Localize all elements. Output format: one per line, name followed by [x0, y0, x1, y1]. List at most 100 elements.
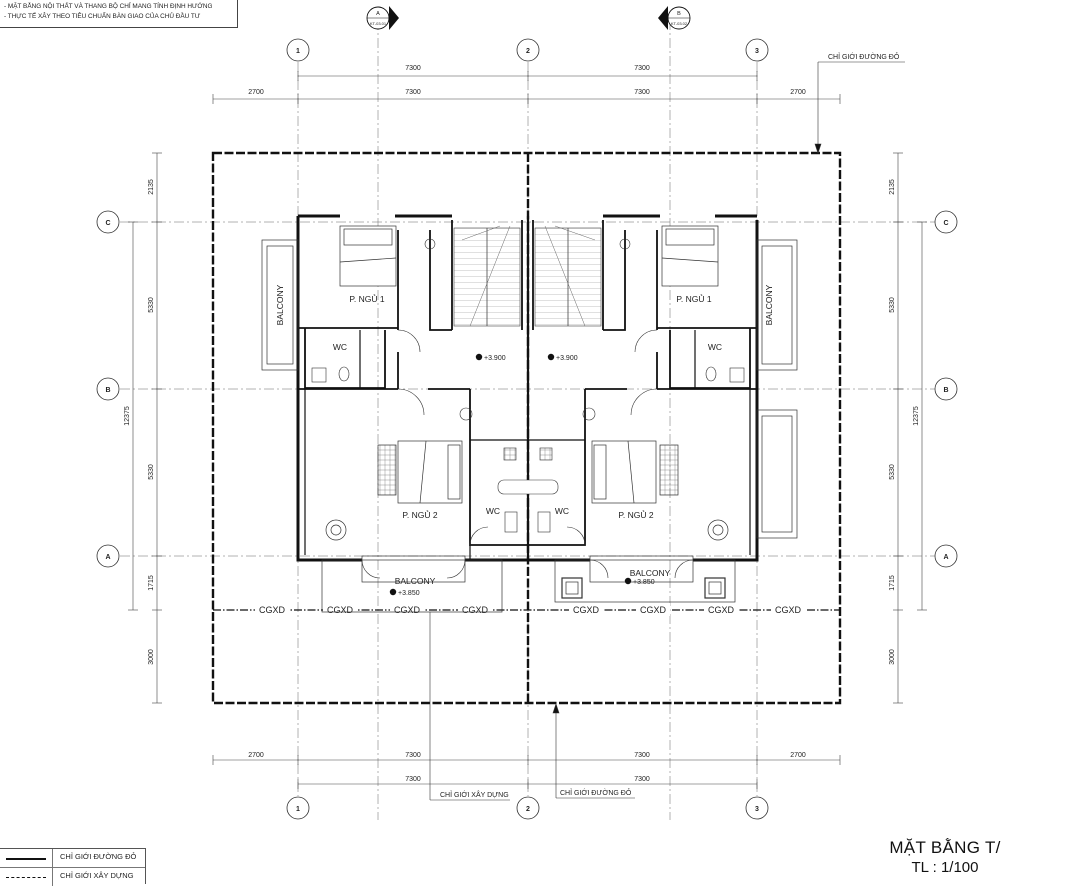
wc-fixtures-upper [311, 366, 745, 383]
red-line-callout-bottom [552, 703, 635, 799]
label-wc-upper-right: WC [708, 342, 722, 352]
grid-axis-a-right: A [934, 544, 958, 568]
cgxd-label-7: CGXD [708, 605, 735, 615]
cgxd-label-6: CGXD [640, 605, 667, 615]
section-mark-right: B KT-03.02 [658, 6, 691, 30]
grid-axis-2-bottom: 2 [516, 796, 540, 820]
red-line-callout-top [814, 61, 905, 154]
label-balcony-side-left: BALCONY [275, 284, 285, 325]
label-wc-lower-left: WC [486, 506, 500, 516]
stair-left [453, 225, 521, 327]
cgxd-label-5: CGXD [573, 605, 600, 615]
dim-top-overall-2: 7300 [634, 65, 650, 72]
svg-text:A: A [105, 554, 110, 561]
build-line-label-bottom: CHỈ GIỚI XÂY DỰNG [440, 790, 509, 799]
legend-label-build-line: CHỈ GIỚI XÂY DỰNG [60, 871, 134, 880]
legend-sample-thick [0, 849, 53, 867]
svg-text:B: B [105, 387, 110, 394]
dim-bottom-detail-2: 7300 [405, 752, 421, 759]
dimensions-top [212, 71, 841, 104]
dim-left-2: 5330 [148, 297, 155, 313]
grid-axis-3-top: 3 [745, 38, 769, 62]
label-bedroom1-right: P. NGỦ 1 [676, 293, 712, 304]
dim-left-1: 2135 [148, 179, 155, 195]
balcony-side-left [261, 239, 299, 371]
legend-label-red-line: CHỈ GIỚI ĐƯỜNG ĐỎ [60, 852, 137, 861]
svg-text:KT-03.01: KT-03.01 [370, 21, 387, 26]
label-bedroom2-right: P. NGỦ 2 [618, 509, 654, 520]
grid-axis-b-left: B [96, 377, 120, 401]
build-line-callout-bottom [429, 612, 510, 801]
armchair-right [707, 519, 729, 541]
section-mark-left: A KT-03.01 [366, 6, 399, 30]
legend: CHỈ GIỚI ĐƯỜNG ĐỎ CHỈ GIỚI XÂY DỰNG [0, 848, 146, 886]
dim-left-overall: 12375 [124, 406, 131, 426]
grid-axis-c-left: C [96, 210, 120, 234]
balcony-side-right [756, 239, 798, 539]
wc-fixtures-lower [497, 447, 559, 533]
dim-right-2: 5330 [889, 297, 896, 313]
label-wc-upper-left: WC [333, 342, 347, 352]
dim-bottom-overall-1: 7300 [405, 776, 421, 783]
label-balcony-front-right: BALCONY [630, 568, 671, 578]
svg-text:+3.900: +3.900 [484, 355, 506, 362]
grid-axis-2-top: 2 [516, 38, 540, 62]
balcony-front-left [321, 555, 503, 613]
dim-bottom-detail-1: 2700 [248, 752, 264, 759]
dim-bottom-overall-2: 7300 [634, 776, 650, 783]
level-marker-hall-right: +3.900 [547, 353, 578, 362]
cgxd-label-2: CGXD [327, 605, 354, 615]
svg-text:3: 3 [755, 806, 759, 813]
label-balcony-side-right: BALCONY [764, 284, 774, 325]
svg-text:A: A [943, 554, 948, 561]
bed-bedroom1-left [339, 225, 397, 287]
svg-text:2: 2 [526, 48, 530, 55]
svg-text:1: 1 [296, 48, 300, 55]
general-notes: - MẶT BẰNG NỘI THẤT VÀ THANG BỘ CHỈ MANG… [0, 0, 238, 28]
dim-left-4: 1715 [148, 575, 155, 591]
dim-right-4: 1715 [889, 575, 896, 591]
svg-text:B: B [677, 11, 681, 17]
dimensions-right [893, 152, 927, 704]
bed-bedroom2-left [377, 440, 463, 504]
svg-text:+3.850: +3.850 [398, 590, 420, 597]
svg-text:2: 2 [526, 806, 530, 813]
svg-text:1: 1 [296, 806, 300, 813]
note-line-1: - MẶT BẰNG NỘI THẤT VÀ THANG BỘ CHỈ MANG… [4, 3, 213, 10]
cgxd-labels: CGXD CGXD CGXD CGXD CGXD CGXD CGXD CGXD [255, 603, 805, 616]
dimensions-left [128, 152, 162, 704]
dim-right-1: 2135 [889, 179, 896, 195]
bed-bedroom1-right [661, 225, 719, 287]
level-marker-balcony-left: +3.850 [389, 588, 420, 597]
grid-axis-1-top: 1 [286, 38, 310, 62]
armchair-left [325, 519, 347, 541]
grid-axis-c-right: C [934, 210, 958, 234]
stair-right [534, 225, 602, 327]
grid-axis-a-left: A [96, 544, 120, 568]
svg-text:C: C [943, 220, 948, 227]
note-line-2: - THỰC TẾ XÂY THEO TIÊU CHUẨN BÀN GIAO C… [4, 13, 201, 20]
grid-axis-b-right: B [934, 377, 958, 401]
label-bedroom1-left: P. NGỦ 1 [349, 293, 385, 304]
red-line-label-top: CHỈ GIỚI ĐƯỜNG ĐỎ [828, 52, 900, 61]
dim-top-detail-2: 7300 [405, 89, 421, 96]
dim-bottom-detail-3: 7300 [634, 752, 650, 759]
grid-axis-1-bottom: 1 [286, 796, 310, 820]
balcony-front-right [554, 555, 736, 603]
dim-top-overall-1: 7300 [405, 65, 421, 72]
cgxd-label-8: CGXD [775, 605, 802, 615]
svg-text:B: B [943, 387, 948, 394]
dim-bottom-detail-4: 2700 [790, 752, 806, 759]
drawing-scale: TL : 1/100 [911, 859, 979, 876]
dim-top-detail-4: 2700 [790, 89, 806, 96]
title-block: MẶT BẰNG T/ TL : 1/100 [820, 838, 1070, 876]
cgxd-label-3: CGXD [394, 605, 421, 615]
svg-text:+3.850: +3.850 [633, 579, 655, 586]
legend-row-red-line: CHỈ GIỚI ĐƯỜNG ĐỎ [0, 849, 145, 868]
cgxd-label-1: CGXD [259, 605, 286, 615]
lot-boundary [211, 151, 842, 705]
legend-row-build-line: CHỈ GIỚI XÂY DỰNG [0, 868, 145, 886]
dim-top-detail-1: 2700 [248, 89, 264, 96]
dim-right-3: 5330 [889, 464, 896, 480]
svg-text:3: 3 [755, 48, 759, 55]
